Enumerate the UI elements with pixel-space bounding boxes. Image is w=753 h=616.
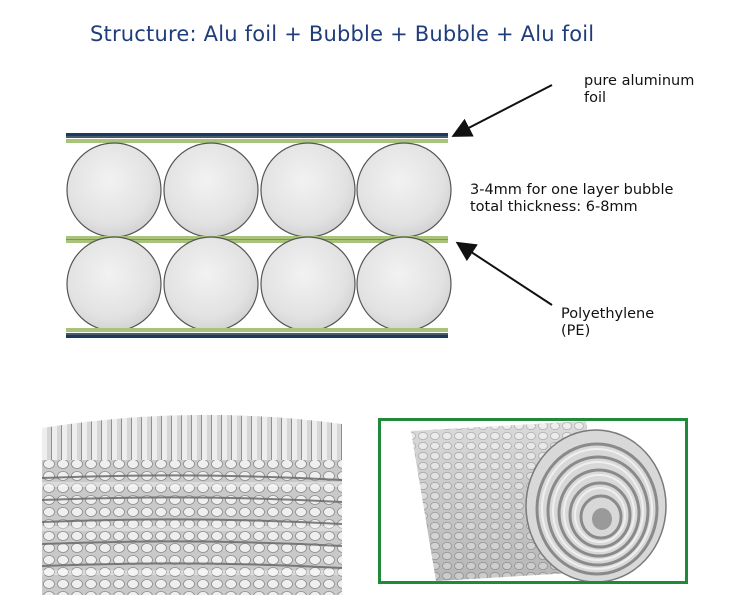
foil-label-line2: foil: [584, 90, 607, 106]
bubble: [163, 142, 259, 238]
bubble: [356, 142, 452, 238]
diagram-title: Structure: Alu foil + Bubble + Bubble + …: [90, 22, 595, 46]
bubble: [66, 236, 162, 332]
bubble: [260, 142, 356, 238]
top-foil-layer: [66, 133, 448, 143]
bubble: [356, 236, 452, 332]
bubble-label-line1: 3-4mm for one layer bubble: [470, 182, 674, 198]
bubble-row-bottom: [66, 236, 452, 332]
structure-diagram: [66, 84, 553, 338]
arrow-to-foil: [451, 84, 553, 137]
bubble: [66, 142, 162, 238]
bubble-row-top: [66, 142, 452, 238]
foil-roll-photo-frame: [378, 418, 688, 584]
foil-roll-photo: [411, 421, 667, 581]
pe-label-line2: (PE): [561, 323, 591, 339]
bubble-label-line2: total thickness: 6-8mm: [470, 199, 638, 215]
foil-label-line1: pure aluminum: [584, 73, 695, 89]
pe-annotation: Polyethylene (PE): [561, 306, 654, 340]
middle-pe-layer: [66, 236, 448, 243]
bubble: [260, 236, 356, 332]
bottom-foil-layer: [66, 328, 448, 338]
bubble: [163, 236, 259, 332]
foil-annotation: pure aluminum foil: [584, 73, 694, 107]
pe-label-line1: Polyethylene: [561, 306, 655, 322]
bubble-annotation: 3-4mm for one layer bubble total thickne…: [470, 182, 673, 216]
stacked-foil-photo: [42, 414, 342, 595]
arrow-to-pe: [455, 241, 553, 306]
